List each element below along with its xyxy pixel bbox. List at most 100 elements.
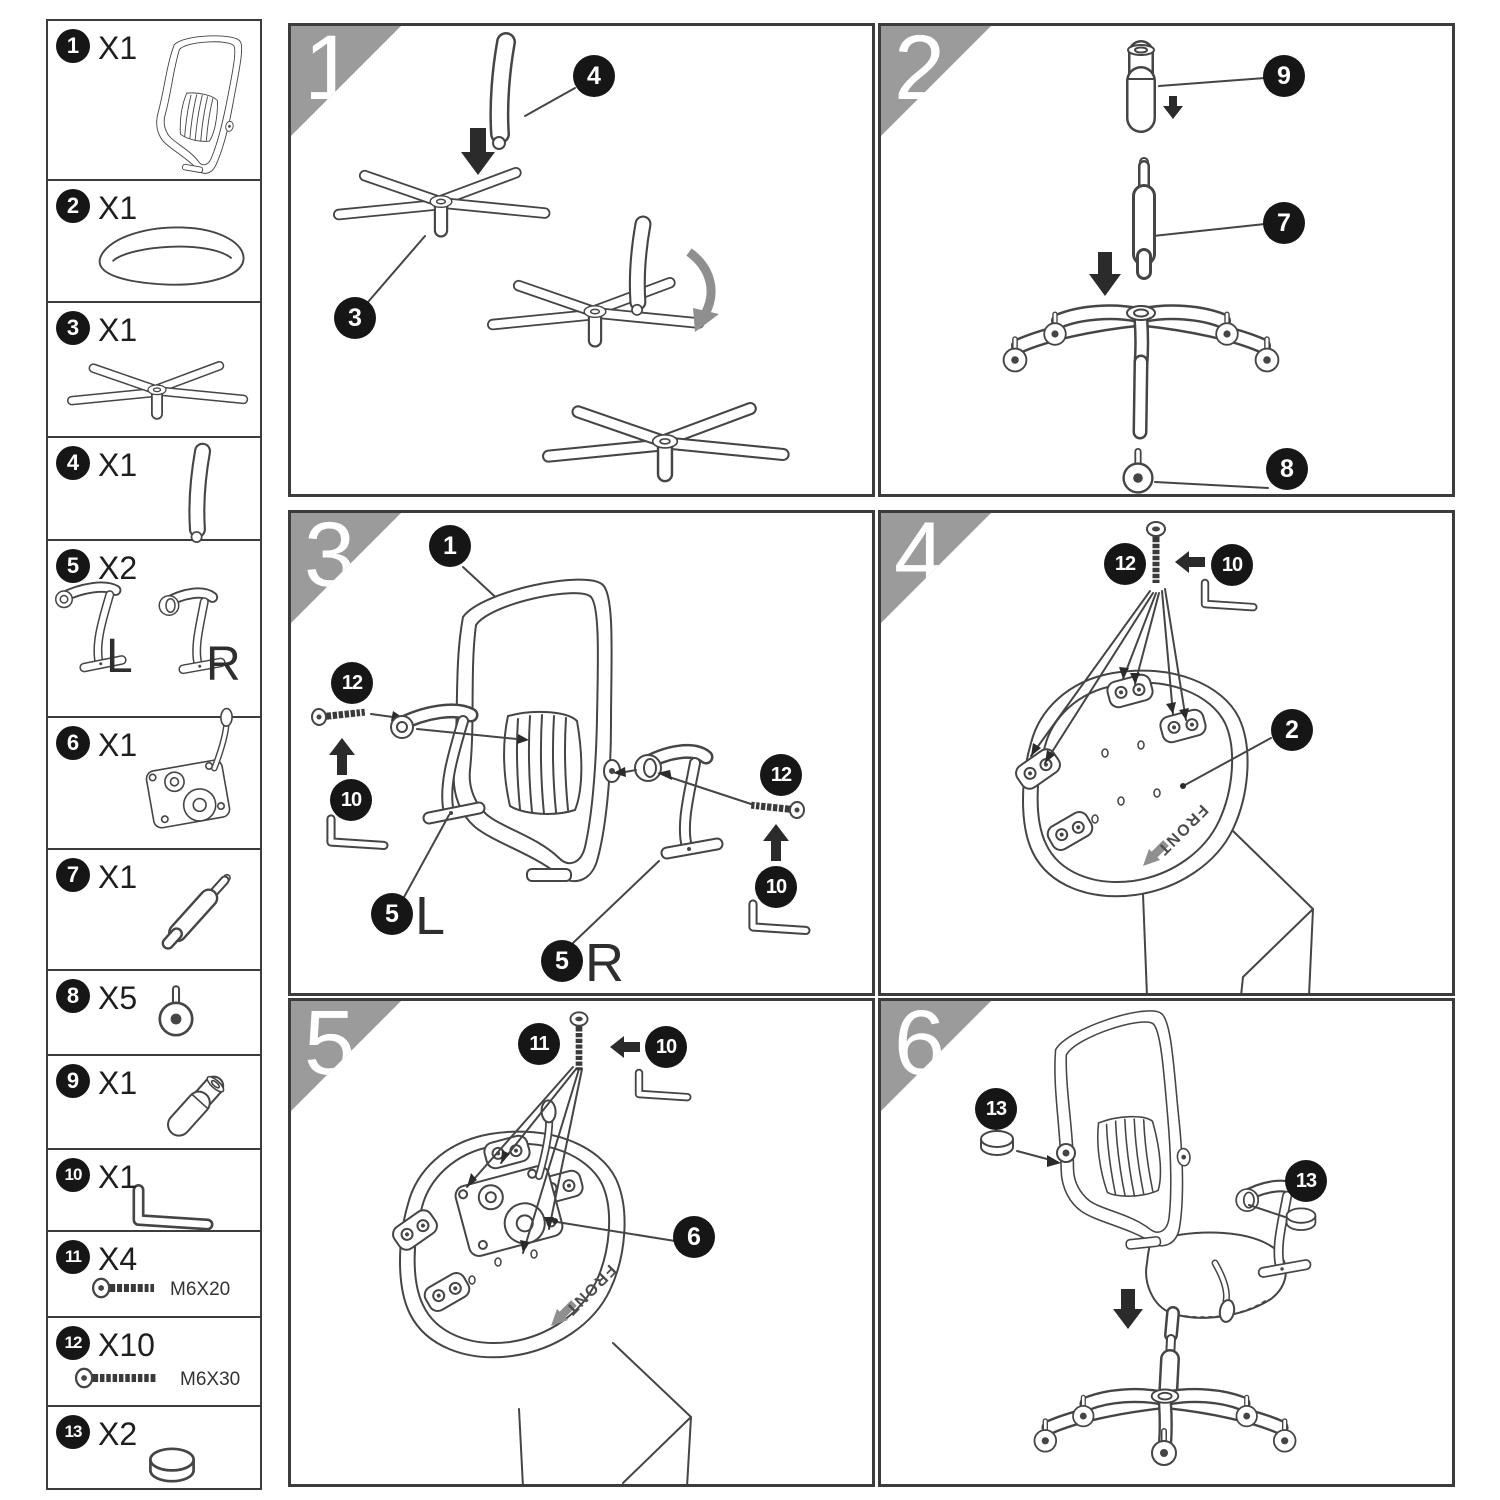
callout-badge-part12-left: 12 [331, 662, 373, 704]
armrest-left-label: L [415, 886, 446, 946]
part-quantity: X1 [98, 30, 138, 66]
callout-badge-part7: 7 [1263, 202, 1305, 244]
left-arrow-icon [610, 1036, 640, 1058]
callout-badge-part4: 4 [573, 55, 615, 97]
screw-spec: M6X30 [180, 1369, 241, 1390]
part-number: 10 [64, 1165, 83, 1184]
callout-badge-part3: 3 [334, 297, 376, 339]
callout-badge-part5-right: 5 [541, 940, 583, 982]
part-quantity: X1 [98, 447, 138, 483]
part-number-badge: 8 [56, 979, 90, 1013]
step-2-illustration [881, 26, 1452, 494]
part-quantity: X1 [98, 190, 138, 226]
callout-badge-part10: 10 [645, 1026, 687, 1068]
part-number-badge: 6 [56, 726, 90, 760]
part-number: 9 [66, 1068, 80, 1093]
callout-badge-part8: 8 [1266, 448, 1308, 490]
part-quantity: X2 [98, 550, 138, 586]
down-arrow-icon [1163, 96, 1183, 119]
step-6-illustration [980, 1007, 1317, 1484]
rotate-arrow-icon [686, 248, 716, 317]
part-number-badge: 13 [56, 1415, 90, 1449]
down-arrow-icon [1089, 252, 1121, 296]
parts-list-item-5: 5 X2 L R [48, 541, 260, 718]
armrest-right-label: R [585, 933, 624, 993]
part-number: 6 [66, 730, 80, 755]
up-arrow-icon [329, 738, 355, 775]
part-number-badge: 1 [56, 29, 90, 63]
callout-badge-part10-right: 10 [755, 866, 797, 908]
part-quantity: X1 [98, 312, 138, 348]
part-quantity: X2 [98, 1416, 138, 1452]
part-number: 2 [66, 193, 80, 218]
parts-list-item-8: 8 X5 [48, 971, 260, 1056]
parts-list-item-7: 7 X1 [48, 850, 260, 971]
callout-badge-part9: 9 [1263, 55, 1305, 97]
part-number: 3 [66, 315, 80, 340]
part-quantity: X4 [98, 1241, 138, 1277]
part-quantity: X5 [98, 980, 138, 1016]
armrest-right-label: R [206, 638, 241, 691]
parts-list: 1 X1 2 X1 3 X1 4 X1 5 X2 L R [46, 19, 262, 1490]
parts-list-item-9: 9 X1 [48, 1056, 260, 1150]
step-1-illustration [291, 26, 872, 494]
parts-list-item-1: 1 X1 [48, 21, 260, 181]
step-panel-5: 5 11 10 6 FRONT [288, 998, 875, 1487]
part-number-badge: 2 [56, 189, 90, 223]
part-number-badge: 11 [56, 1240, 90, 1274]
part-number-badge: 9 [56, 1064, 90, 1098]
part-number: 11 [65, 1247, 82, 1266]
callout-badge-part12: 12 [1104, 543, 1146, 585]
part-quantity: X1 [98, 1065, 138, 1101]
part-number: 8 [66, 983, 80, 1008]
front-arrow-icon [1151, 840, 1169, 858]
callout-badge-part6: 6 [673, 1216, 715, 1258]
down-arrow-icon [1113, 1289, 1143, 1329]
part-number: 1 [66, 33, 80, 58]
parts-list-item-11: 11 X4 M6X20 [48, 1232, 260, 1318]
step-4-illustration [1011, 513, 1314, 993]
part-number: 5 [66, 553, 80, 578]
part-number-badge: 5 [56, 549, 90, 583]
front-arrow-icon [559, 1300, 577, 1318]
parts-list-item-2: 2 X1 [48, 181, 260, 303]
callout-badge-part10: 10 [1211, 544, 1253, 586]
part-number-badge: 7 [56, 858, 90, 892]
step-panel-3: 3 1 12 10 5 L 12 10 5 R [288, 510, 875, 996]
callout-badge-part11: 11 [518, 1023, 560, 1065]
callout-badge-part2: 2 [1271, 709, 1313, 751]
step-5-illustration [388, 1001, 692, 1484]
assembly-steps: 1 4 3 2 9 7 8 [288, 23, 1455, 1487]
parts-list-item-3: 3 X1 [48, 303, 260, 438]
part-quantity: X1 [98, 859, 138, 895]
callout-badge-part13-right: 13 [1285, 1160, 1327, 1202]
step-panel-1: 1 4 3 [288, 23, 875, 497]
down-arrow-icon [461, 128, 495, 175]
part-number-badge: 4 [56, 446, 90, 480]
parts-list-item-12: 12 X10 M6X30 [48, 1318, 260, 1407]
callout-badge-part1: 1 [429, 525, 471, 567]
armrest-left-label: L [106, 630, 133, 683]
step-panel-4: 4 12 10 2 FRONT [878, 510, 1455, 996]
part-number: 4 [66, 450, 80, 475]
part-quantity: X10 [98, 1327, 155, 1363]
callout-badge-part5-left: 5 [371, 893, 413, 935]
parts-list-item-13: 13 X2 [48, 1407, 260, 1488]
box-illustration [518, 1342, 692, 1484]
left-arrow-icon [1175, 551, 1205, 573]
part-quantity: X1 [98, 727, 138, 763]
part-number-badge: 12 [56, 1326, 90, 1360]
step-3-illustration [291, 566, 872, 944]
parts-list-item-10: 10 X1 [48, 1150, 260, 1232]
screw-spec: M6X20 [170, 1279, 231, 1300]
step-panel-6: 6 13 13 [878, 998, 1455, 1487]
parts-list-item-4: 4 X1 [48, 438, 260, 541]
parts-list-item-6: 6 X1 [48, 718, 260, 850]
callout-badge-part13-left: 13 [975, 1088, 1017, 1130]
box-illustration [1142, 830, 1314, 993]
callout-badge-part12-right: 12 [760, 754, 802, 796]
up-arrow-icon [763, 824, 789, 861]
part-number-badge: 10 [56, 1158, 90, 1192]
callout-badge-part10-left: 10 [330, 779, 372, 821]
part-number: 13 [64, 1422, 83, 1441]
